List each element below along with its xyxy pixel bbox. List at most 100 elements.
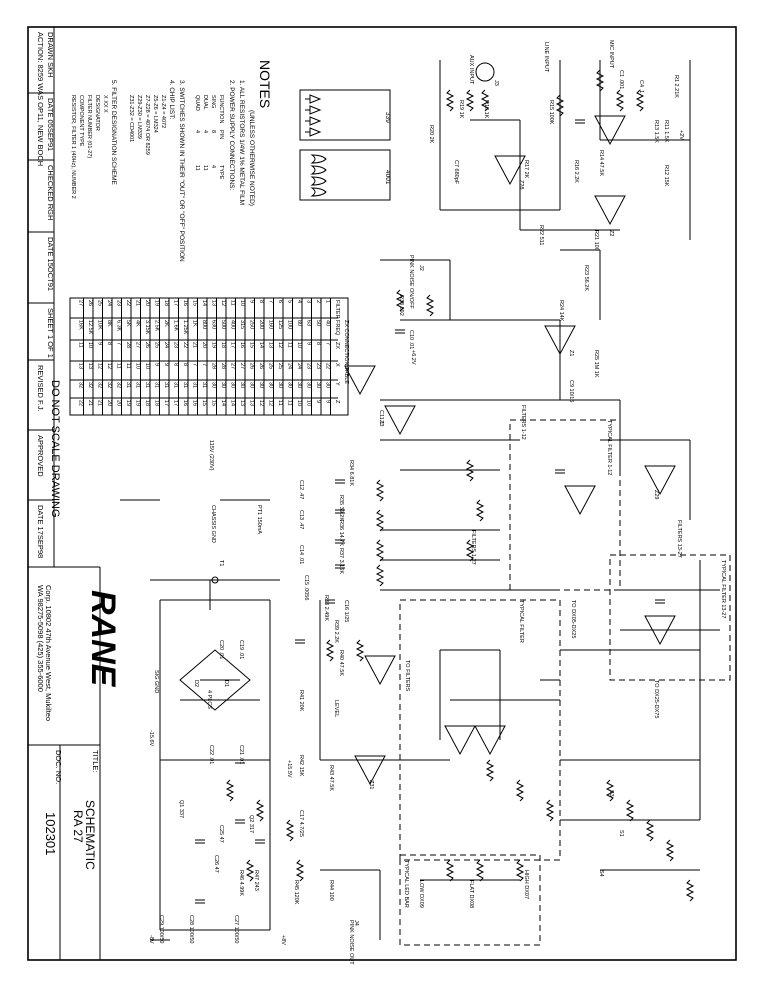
- table-cell: 11: [277, 400, 283, 406]
- title-line-1: SCHEMATIC: [83, 800, 97, 870]
- resistor-symbol: [465, 459, 475, 482]
- table-cell: 8: [258, 300, 264, 303]
- table-cell: 30: [268, 382, 274, 388]
- component-r24: R24 14K: [558, 300, 564, 322]
- ps-cell: QUAD: [194, 95, 200, 111]
- table-cell: 11: [287, 400, 293, 406]
- component-c27: C27 100/50: [233, 915, 239, 943]
- opamp-symbol: [644, 615, 676, 646]
- component-r33: R33 392: [398, 295, 404, 316]
- typical-led-bar-box: [399, 854, 541, 946]
- date-checked: DATE 15OCT91: [46, 237, 55, 291]
- opamp-symbol: [564, 485, 596, 516]
- table-cell: 26: [258, 363, 264, 369]
- table-cell: 31: [201, 382, 207, 388]
- resistor-symbol: [475, 499, 485, 522]
- table-cell: 14: [201, 300, 207, 306]
- connection-table-title: ZX CONNECTION TABLE: [343, 320, 349, 384]
- table-cell: 8: [106, 342, 112, 345]
- table-cell: 9: [163, 363, 169, 366]
- table-cell: 160: [268, 320, 274, 329]
- resistor-symbol: [295, 859, 305, 882]
- table-cell: 22: [125, 300, 131, 306]
- typical-filter-13-27-box: [609, 554, 731, 681]
- table-cell: 7: [268, 300, 274, 303]
- resistor-symbol: [355, 639, 365, 662]
- component-r19: R19 1K: [458, 100, 464, 119]
- label-v-pos2: +2V: [678, 130, 684, 140]
- table-cell: 17: [173, 400, 179, 406]
- label-filters-13-27: FILTERS 13-27: [676, 520, 682, 558]
- table-cell: 7: [325, 342, 331, 345]
- component-r38: R38 2.49K: [323, 595, 329, 621]
- component-r39: R39 2.2K: [333, 620, 339, 643]
- table-cell: 25: [154, 342, 160, 348]
- table-cell: 32: [106, 382, 112, 388]
- component-c16: C16 1/25: [343, 600, 349, 622]
- table-cell: 3: [306, 300, 312, 303]
- component-c14: C14 .01: [298, 545, 304, 564]
- corp-address-2: WA 98275-5098 (425) 355-6000: [36, 585, 45, 692]
- table-cell: 28: [211, 363, 217, 369]
- bridge-rectifier-symbol: [179, 649, 251, 711]
- label-led-hi: HIGH DX07: [523, 870, 529, 899]
- component-j4: J4: [353, 920, 359, 926]
- label-aux-input: AUX INPUT: [468, 55, 474, 85]
- table-cell: 22: [325, 363, 331, 369]
- table-cell: 32: [97, 382, 103, 388]
- component-z31: Z31: [368, 780, 374, 789]
- table-cell: 23: [173, 342, 179, 348]
- component-c17: C17 4.7/25: [298, 810, 304, 837]
- component-t1: T1: [218, 560, 224, 566]
- table-cell: 18: [144, 400, 150, 406]
- table-cell: 31: [173, 382, 179, 388]
- table-cell: 20: [201, 342, 207, 348]
- table-cell: 5K: [125, 320, 131, 327]
- table-header-cell: X: [334, 363, 340, 367]
- scheme-line: COMPONENT TYPE: [78, 95, 84, 147]
- table-cell: 315: [239, 320, 245, 329]
- label-typical-filter-13-27: TYPICAL FILTER 13-27: [720, 560, 726, 618]
- component-c20: C20 .01: [218, 640, 224, 659]
- resistor-symbol: [645, 819, 655, 842]
- transformer-core: [211, 576, 219, 584]
- component-r13: R13 1.5K: [653, 120, 659, 143]
- ps-header-cell: TYPE: [218, 165, 224, 180]
- opamp-symbol: [594, 195, 626, 226]
- label-filters-1-12: FILTERS 1-12: [520, 405, 526, 440]
- table-cell: 24: [106, 300, 112, 306]
- scheme-line: DESIGNATOR: [94, 95, 100, 131]
- table-cell: 13: [211, 300, 217, 306]
- typical-filter-1-12-box: [509, 419, 621, 591]
- table-cell: 100: [287, 320, 293, 329]
- component-c12: C12 .47: [298, 480, 304, 499]
- table-cell: 4K: [135, 320, 141, 327]
- resistor-symbol: [395, 289, 405, 312]
- component-c15: C15 .0056: [303, 575, 309, 600]
- resistor-symbol: [445, 859, 455, 882]
- chip-list-item: Z7-Z28 = 4074 OR 8259: [144, 95, 150, 155]
- component-r21: R21 100: [593, 230, 599, 251]
- table-cell: 21: [97, 400, 103, 406]
- table-cell: 30: [296, 382, 302, 388]
- resistor-symbol: [615, 89, 625, 112]
- comparator-symbol: [309, 105, 322, 115]
- component-r46: R46 4.99K: [238, 870, 244, 896]
- label-d-plcs: 4 PLCS: [206, 690, 212, 709]
- component-r44: R44 100: [328, 880, 334, 901]
- label-to-dx05-dx25: TO DX05-DX25: [570, 600, 576, 638]
- component-r20: R20 2K: [428, 125, 434, 144]
- table-cell: 32: [87, 382, 93, 388]
- table-cell: 31: [135, 382, 141, 388]
- table-cell: 27: [239, 363, 245, 369]
- table-cell: 10: [87, 342, 93, 348]
- table-cell: 31: [163, 382, 169, 388]
- scheme-line: RESISTOR, FILTER 1 (40Hz), NUMBER 2: [70, 95, 76, 199]
- component-r40: R40 47.5K: [338, 650, 344, 676]
- comparator-symbol: [309, 127, 322, 137]
- table-cell: 23: [306, 363, 312, 369]
- table-cell: 25: [97, 300, 103, 306]
- resistor-symbol: [485, 759, 495, 782]
- nor-gate-symbol: [310, 154, 327, 164]
